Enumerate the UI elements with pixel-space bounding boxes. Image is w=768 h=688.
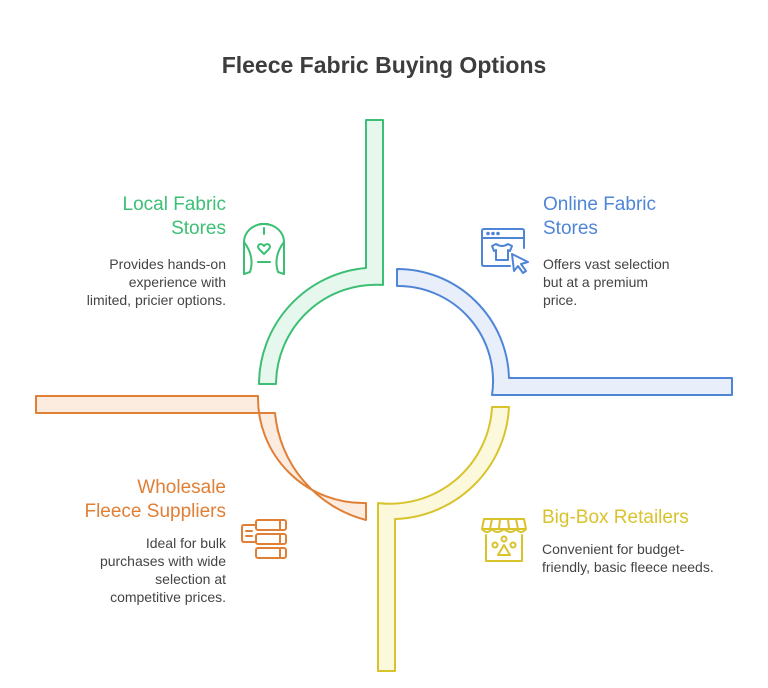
bigbox-arc-segment xyxy=(377,406,510,672)
local-arc-segment xyxy=(258,119,384,385)
curtain-heart-icon xyxy=(243,223,285,275)
browser-shirt-cursor-icon xyxy=(481,228,529,274)
bigbox-heading: Big-Box Retailers xyxy=(542,506,742,530)
local-description-line-3: limited, pricier options. xyxy=(86,292,226,308)
local-heading: Local Fabric Stores xyxy=(60,193,227,241)
bigbox-description: Convenient for budget- friendly, basic f… xyxy=(542,540,742,576)
wholesale-description: Ideal for bulk purchases with wide selec… xyxy=(40,534,226,606)
wholesale-description-line-4: competitive prices. xyxy=(110,589,226,605)
online-heading-line-2: Stores xyxy=(543,218,598,239)
online-arc-segment xyxy=(396,268,733,396)
online-description-line-3: price. xyxy=(543,292,578,308)
storefront-icon xyxy=(481,518,527,562)
local-description-line-2: experience with xyxy=(128,274,226,290)
online-heading-line-1: Online Fabric xyxy=(543,194,656,215)
local-description-line-1: Provides hands-on xyxy=(109,256,226,272)
wholesale-heading-line-1: Wholesale xyxy=(137,477,226,498)
wholesale-arc-segment xyxy=(35,395,367,521)
bigbox-heading-line-1: Big-Box Retailers xyxy=(542,507,689,528)
fabric-stack-icon xyxy=(241,519,287,559)
wholesale-description-line-3: selection at xyxy=(155,571,226,587)
wholesale-heading-line-2: Fleece Suppliers xyxy=(84,501,226,522)
local-heading-line-1: Local Fabric xyxy=(122,194,227,215)
online-description-line-2: but at a premium xyxy=(543,274,649,290)
online-description-line-1: Offers vast selection xyxy=(543,256,670,272)
local-description: Provides hands-on experience with limite… xyxy=(40,255,226,309)
wholesale-heading: Wholesale Fleece Suppliers xyxy=(40,476,226,524)
bigbox-description-line-1: Convenient for budget- xyxy=(542,541,685,557)
wholesale-description-line-1: Ideal for bulk xyxy=(145,535,226,551)
online-heading: Online Fabric Stores xyxy=(543,193,723,241)
bigbox-description-line-2: friendly, basic fleece needs. xyxy=(542,559,714,575)
wholesale-description-line-2: purchases with wide xyxy=(99,553,226,569)
page-title: Fleece Fabric Buying Options xyxy=(221,52,547,78)
local-heading-line-2: Stores xyxy=(171,218,226,239)
online-description: Offers vast selection but at a premium p… xyxy=(543,255,723,309)
